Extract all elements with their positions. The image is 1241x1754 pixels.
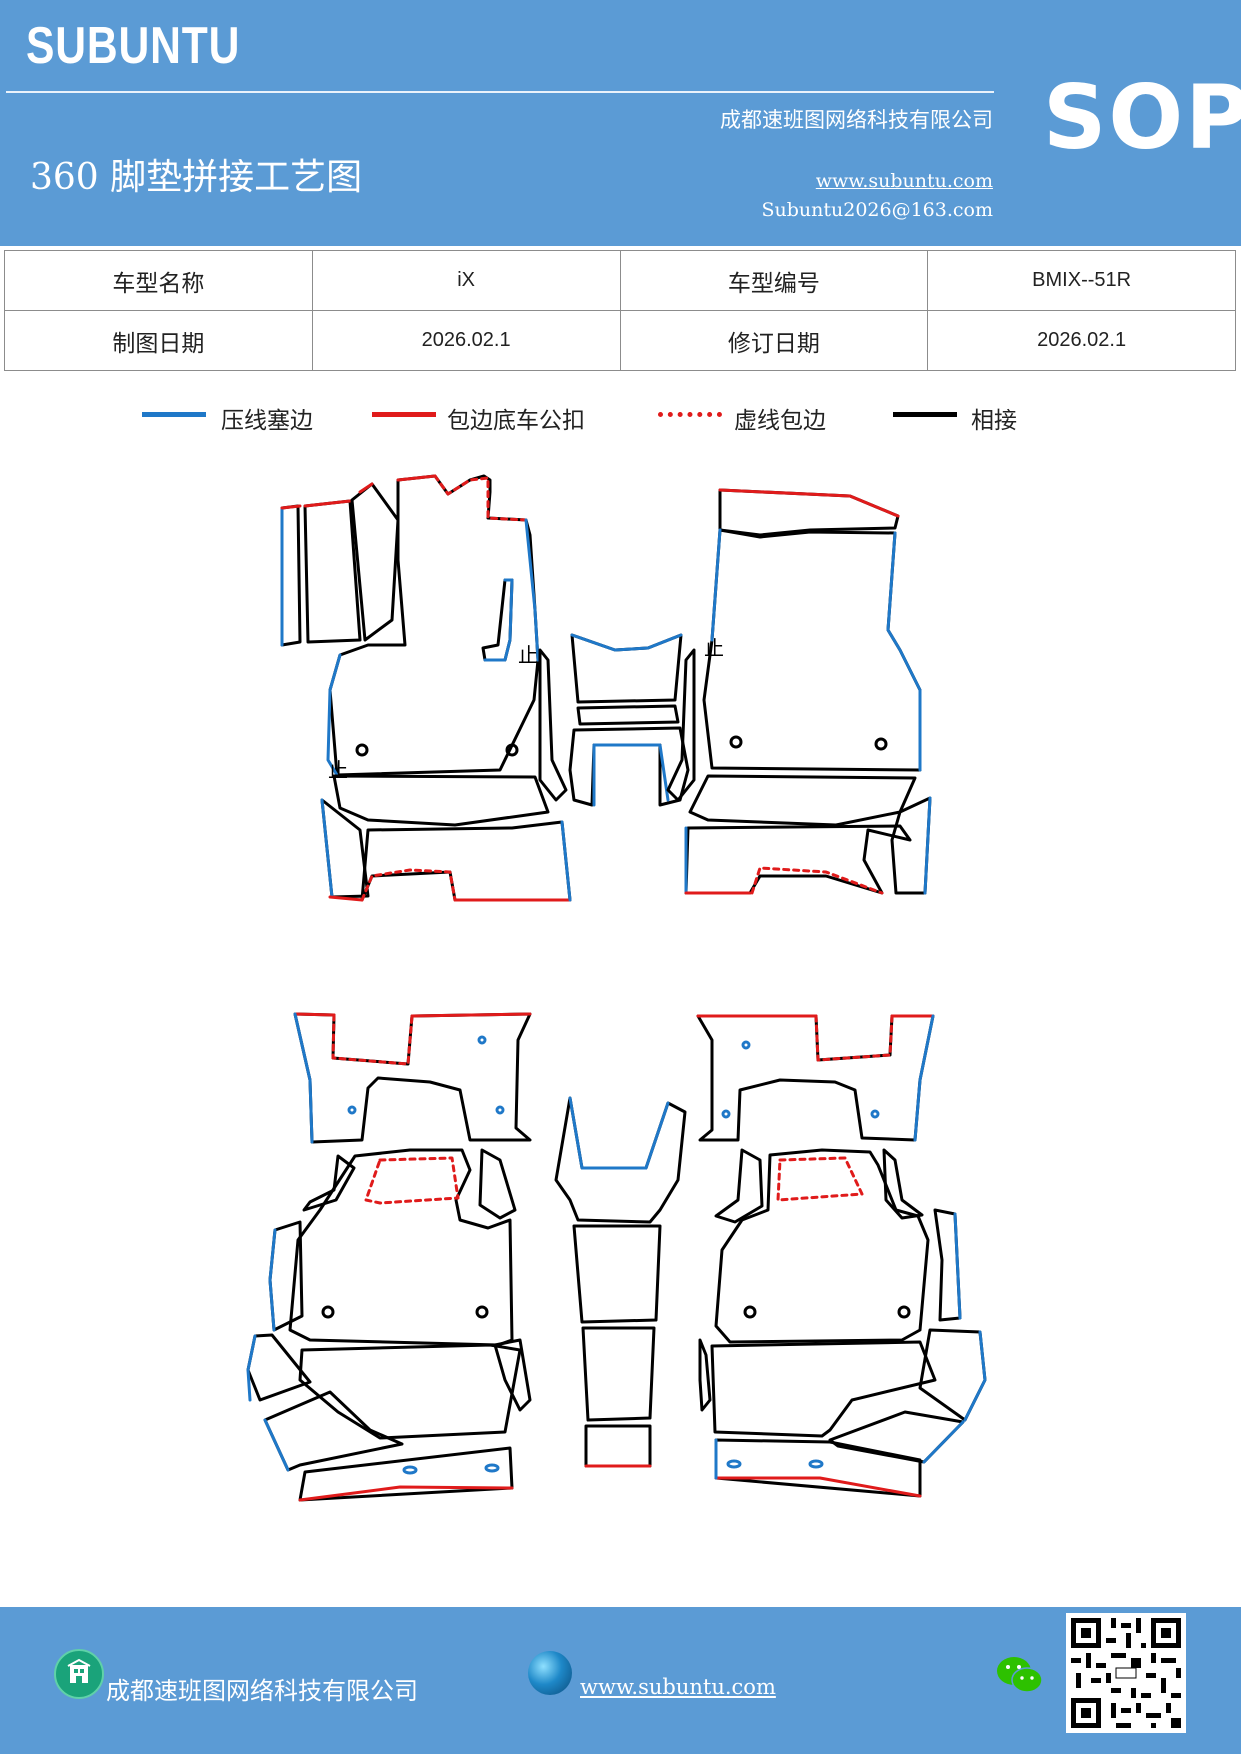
legend-swatch-red [372, 412, 436, 417]
model-name-label: 车型名称 [4, 250, 313, 311]
table-row: 制图日期 2026.02.1 修订日期 2026.02.1 [4, 310, 1236, 371]
wechat-icon[interactable] [996, 1655, 1044, 1697]
footer-website-link[interactable]: www.subuntu.com [580, 1675, 776, 1699]
model-name-value: iX [311, 250, 621, 311]
legend-label: 虚线包边 [734, 408, 826, 434]
footer-company: 成都速班图网络科技有限公司 [106, 1677, 418, 1705]
globe-icon [528, 1651, 572, 1695]
header-divider [6, 91, 994, 93]
front-center-tunnel [538, 633, 696, 807]
stop-mark: 止 [518, 643, 538, 667]
draw-date-label: 制图日期 [4, 310, 313, 371]
header-email: Subuntu2026@163.com [761, 199, 993, 221]
header-company: 成都速班图网络科技有限公司 [720, 108, 993, 132]
revise-date-label: 修订日期 [619, 310, 929, 371]
header-website-link[interactable]: www.subuntu.com [815, 170, 993, 192]
stop-mark: 止 [704, 636, 724, 660]
table-row: 车型名称 iX 车型编号 BMIX--51R [4, 250, 1236, 311]
rear-right-mat [696, 1014, 987, 1498]
legend-label: 压线塞边 [221, 408, 313, 434]
rear-center-tunnel [554, 1096, 687, 1468]
legend: 压线塞边 包边底车公扣 虚线包边 相接 [0, 398, 1241, 438]
page-title: 360 脚垫拼接工艺图 [30, 157, 363, 198]
draw-date-value: 2026.02.1 [311, 310, 621, 371]
legend-swatch-red-dashed [658, 412, 722, 417]
stop-mark: 止 [328, 758, 348, 782]
model-code-label: 车型编号 [619, 250, 929, 311]
brand-logo: SUBUNTU [26, 17, 241, 75]
front-left-mat [280, 474, 572, 902]
sop-badge: SOP [1043, 66, 1241, 169]
building-icon [54, 1649, 104, 1699]
revise-date-value: 2026.02.1 [927, 310, 1236, 371]
info-table: 车型名称 iX 车型编号 BMIX--51R 制图日期 2026.02.1 修订… [4, 250, 1236, 371]
legend-label: 包边底车公扣 [447, 408, 585, 434]
legend-swatch-blue [142, 412, 206, 417]
legend-swatch-black [893, 412, 957, 417]
header: SUBUNTU 成都速班图网络科技有限公司 360 脚垫拼接工艺图 www.su… [0, 0, 1241, 246]
front-right-mat [684, 488, 932, 895]
rear-left-mat [246, 1012, 532, 1502]
model-code-value: BMIX--51R [927, 250, 1236, 311]
legend-label: 相接 [971, 408, 1017, 434]
qr-code [1066, 1613, 1186, 1733]
floor-mat-diagram: 止 止 止 [246, 474, 987, 1502]
footer: 成都速班图网络科技有限公司 www.subuntu.com [0, 1607, 1241, 1754]
